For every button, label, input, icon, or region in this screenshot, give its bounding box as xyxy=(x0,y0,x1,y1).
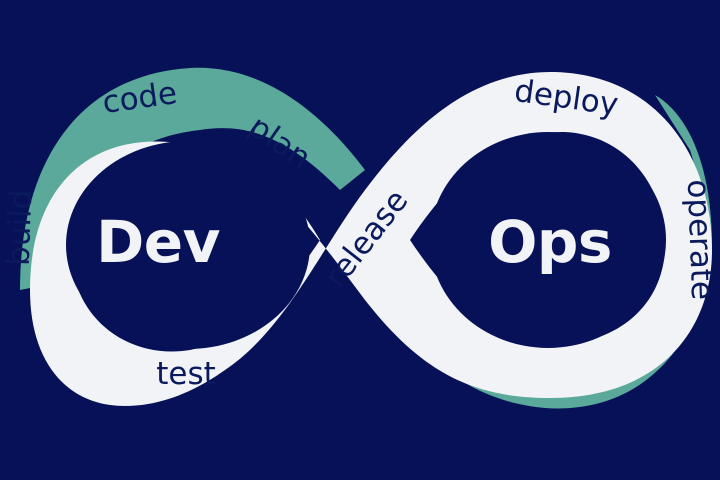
teal-band-left-loop xyxy=(20,67,365,290)
stage-label-operate: operate xyxy=(680,179,720,301)
dev-hole xyxy=(66,141,310,349)
ops-hole xyxy=(430,132,666,348)
stage-label-test: test xyxy=(156,356,216,392)
dev-label: Dev xyxy=(96,208,220,276)
stage-label-build: build xyxy=(1,189,40,266)
white-band xyxy=(30,71,712,406)
ops-label: Ops xyxy=(488,208,612,276)
